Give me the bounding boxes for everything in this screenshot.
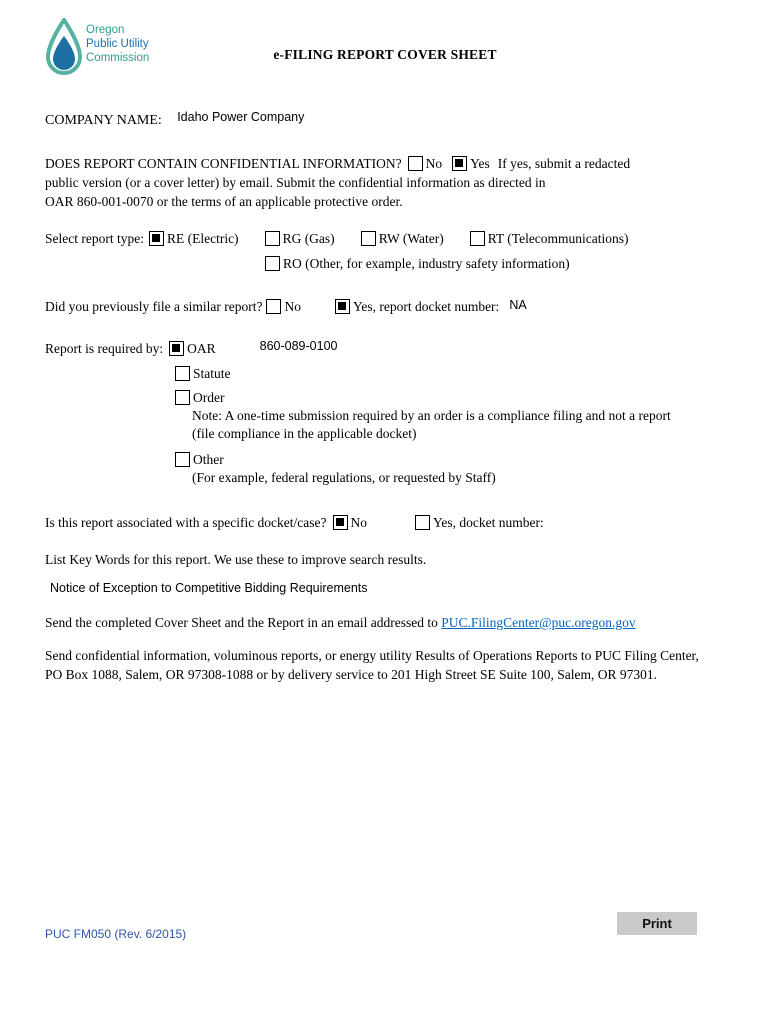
- puc-logo: Oregon Public Utility Commission: [44, 18, 149, 76]
- print-button[interactable]: Print: [617, 912, 697, 935]
- docket-association-row: Is this report associated with a specifi…: [45, 513, 710, 532]
- previous-report-yes-label: Yes, report docket number:: [352, 299, 500, 314]
- confidential-section: DOES REPORT CONTAIN CONFIDENTIAL INFORMA…: [45, 154, 710, 211]
- docket-association-question: Is this report associated with a specifi…: [45, 515, 327, 530]
- keywords-label: List Key Words for this report. We use t…: [45, 552, 427, 567]
- previous-report-yes-checkbox[interactable]: [334, 299, 350, 314]
- required-by-order-checkbox[interactable]: [175, 390, 190, 405]
- mailing-instructions: Send confidential information, voluminou…: [45, 648, 699, 682]
- email-instruction-row: Send the completed Cover Sheet and the R…: [45, 613, 710, 632]
- previous-report-no-label: No: [284, 299, 301, 314]
- keywords-input[interactable]: Notice of Exception to Competitive Biddi…: [50, 581, 368, 595]
- logo-line-commission: Commission: [86, 51, 150, 64]
- form-content: COMPANY NAME: Idaho Power Company DOES R…: [45, 110, 710, 684]
- confidential-question: DOES REPORT CONTAIN CONFIDENTIAL INFORMA…: [45, 156, 402, 171]
- report-type-ro-checkbox[interactable]: [265, 256, 280, 271]
- company-name-row: COMPANY NAME: Idaho Power Company: [45, 110, 710, 130]
- logo-line-public-utility: Public Utility: [86, 37, 149, 50]
- required-by-order-label: Order: [193, 390, 225, 405]
- required-by-oar-label: OAR: [187, 341, 216, 356]
- required-by-other-label: Other: [193, 452, 224, 467]
- docket-association-yes-label: Yes, docket number:: [433, 515, 544, 530]
- report-type-label: Select report type:: [45, 231, 144, 246]
- report-type-rt-label: RT (Telecommunications): [487, 231, 629, 246]
- confidential-instruction-start: If yes, submit a redacted: [497, 156, 631, 171]
- docket-association-no-label: No: [350, 515, 368, 530]
- previous-report-no-checkbox[interactable]: [266, 299, 282, 314]
- page-title: e-FILING REPORT COVER SHEET: [273, 47, 497, 62]
- report-type-rg-label: RG (Gas): [282, 231, 335, 246]
- report-type-re-label: RE (Electric): [166, 231, 239, 246]
- company-name-input[interactable]: Idaho Power Company: [177, 110, 305, 124]
- confidential-yes-label: Yes: [470, 156, 490, 171]
- docket-association-no-checkbox[interactable]: [332, 515, 348, 530]
- required-by-oar-checkbox[interactable]: [169, 341, 185, 356]
- confidential-instruction-line2: public version (or a cover letter) by em…: [45, 175, 546, 190]
- report-type-rw-label: RW (Water): [378, 231, 444, 246]
- filing-center-email-link[interactable]: PUC.FilingCenter@puc.oregon.gov: [441, 615, 636, 630]
- logo-text: Oregon Public Utility Commission: [86, 18, 149, 65]
- confidential-yes-checkbox[interactable]: [452, 156, 468, 171]
- oar-number-input[interactable]: 860-089-0100: [259, 339, 338, 353]
- form-number: PUC FM050 (Rev. 6/2015): [45, 927, 187, 941]
- report-type-section: Select report type: RE (Electric) RG (Gas)…: [45, 229, 710, 273]
- confidential-no-label: No: [425, 156, 443, 171]
- order-note-line1: Note: A one-time submission required by …: [192, 408, 671, 423]
- required-by-other-checkbox[interactable]: [175, 452, 190, 467]
- company-name-label: COMPANY NAME:: [45, 113, 162, 128]
- email-instruction-text: Send the completed Cover Sheet and the R…: [45, 615, 438, 630]
- report-type-rt-checkbox[interactable]: [469, 231, 485, 246]
- other-note: (For example, federal regulations, or re…: [192, 470, 496, 485]
- logo-line-oregon: Oregon: [86, 24, 125, 36]
- previous-docket-number-input[interactable]: NA: [509, 298, 527, 312]
- report-type-re-checkbox[interactable]: [148, 231, 164, 246]
- required-by-statute-label: Statute: [193, 366, 231, 381]
- required-by-section: Report is required by: OAR 860-089-0100 St…: [45, 339, 710, 487]
- confidential-no-checkbox[interactable]: [407, 156, 423, 171]
- docket-association-yes-checkbox[interactable]: [415, 515, 431, 530]
- required-by-label: Report is required by:: [45, 341, 164, 356]
- report-type-rg-checkbox[interactable]: [264, 231, 280, 246]
- required-by-statute-checkbox[interactable]: [175, 366, 190, 381]
- water-drop-icon: [45, 18, 83, 75]
- previous-report-row: Did you previously file a similar report…: [45, 297, 710, 317]
- confidential-instruction-line3: OAR 860-001-0070 or the terms of an appl…: [45, 194, 403, 209]
- order-note-line2: (file compliance in the applicable docke…: [192, 426, 417, 441]
- report-type-rw-checkbox[interactable]: [360, 231, 376, 246]
- previous-report-question: Did you previously file a similar report…: [45, 299, 263, 314]
- report-type-ro-label: RO (Other, for example, industry safety …: [283, 256, 570, 271]
